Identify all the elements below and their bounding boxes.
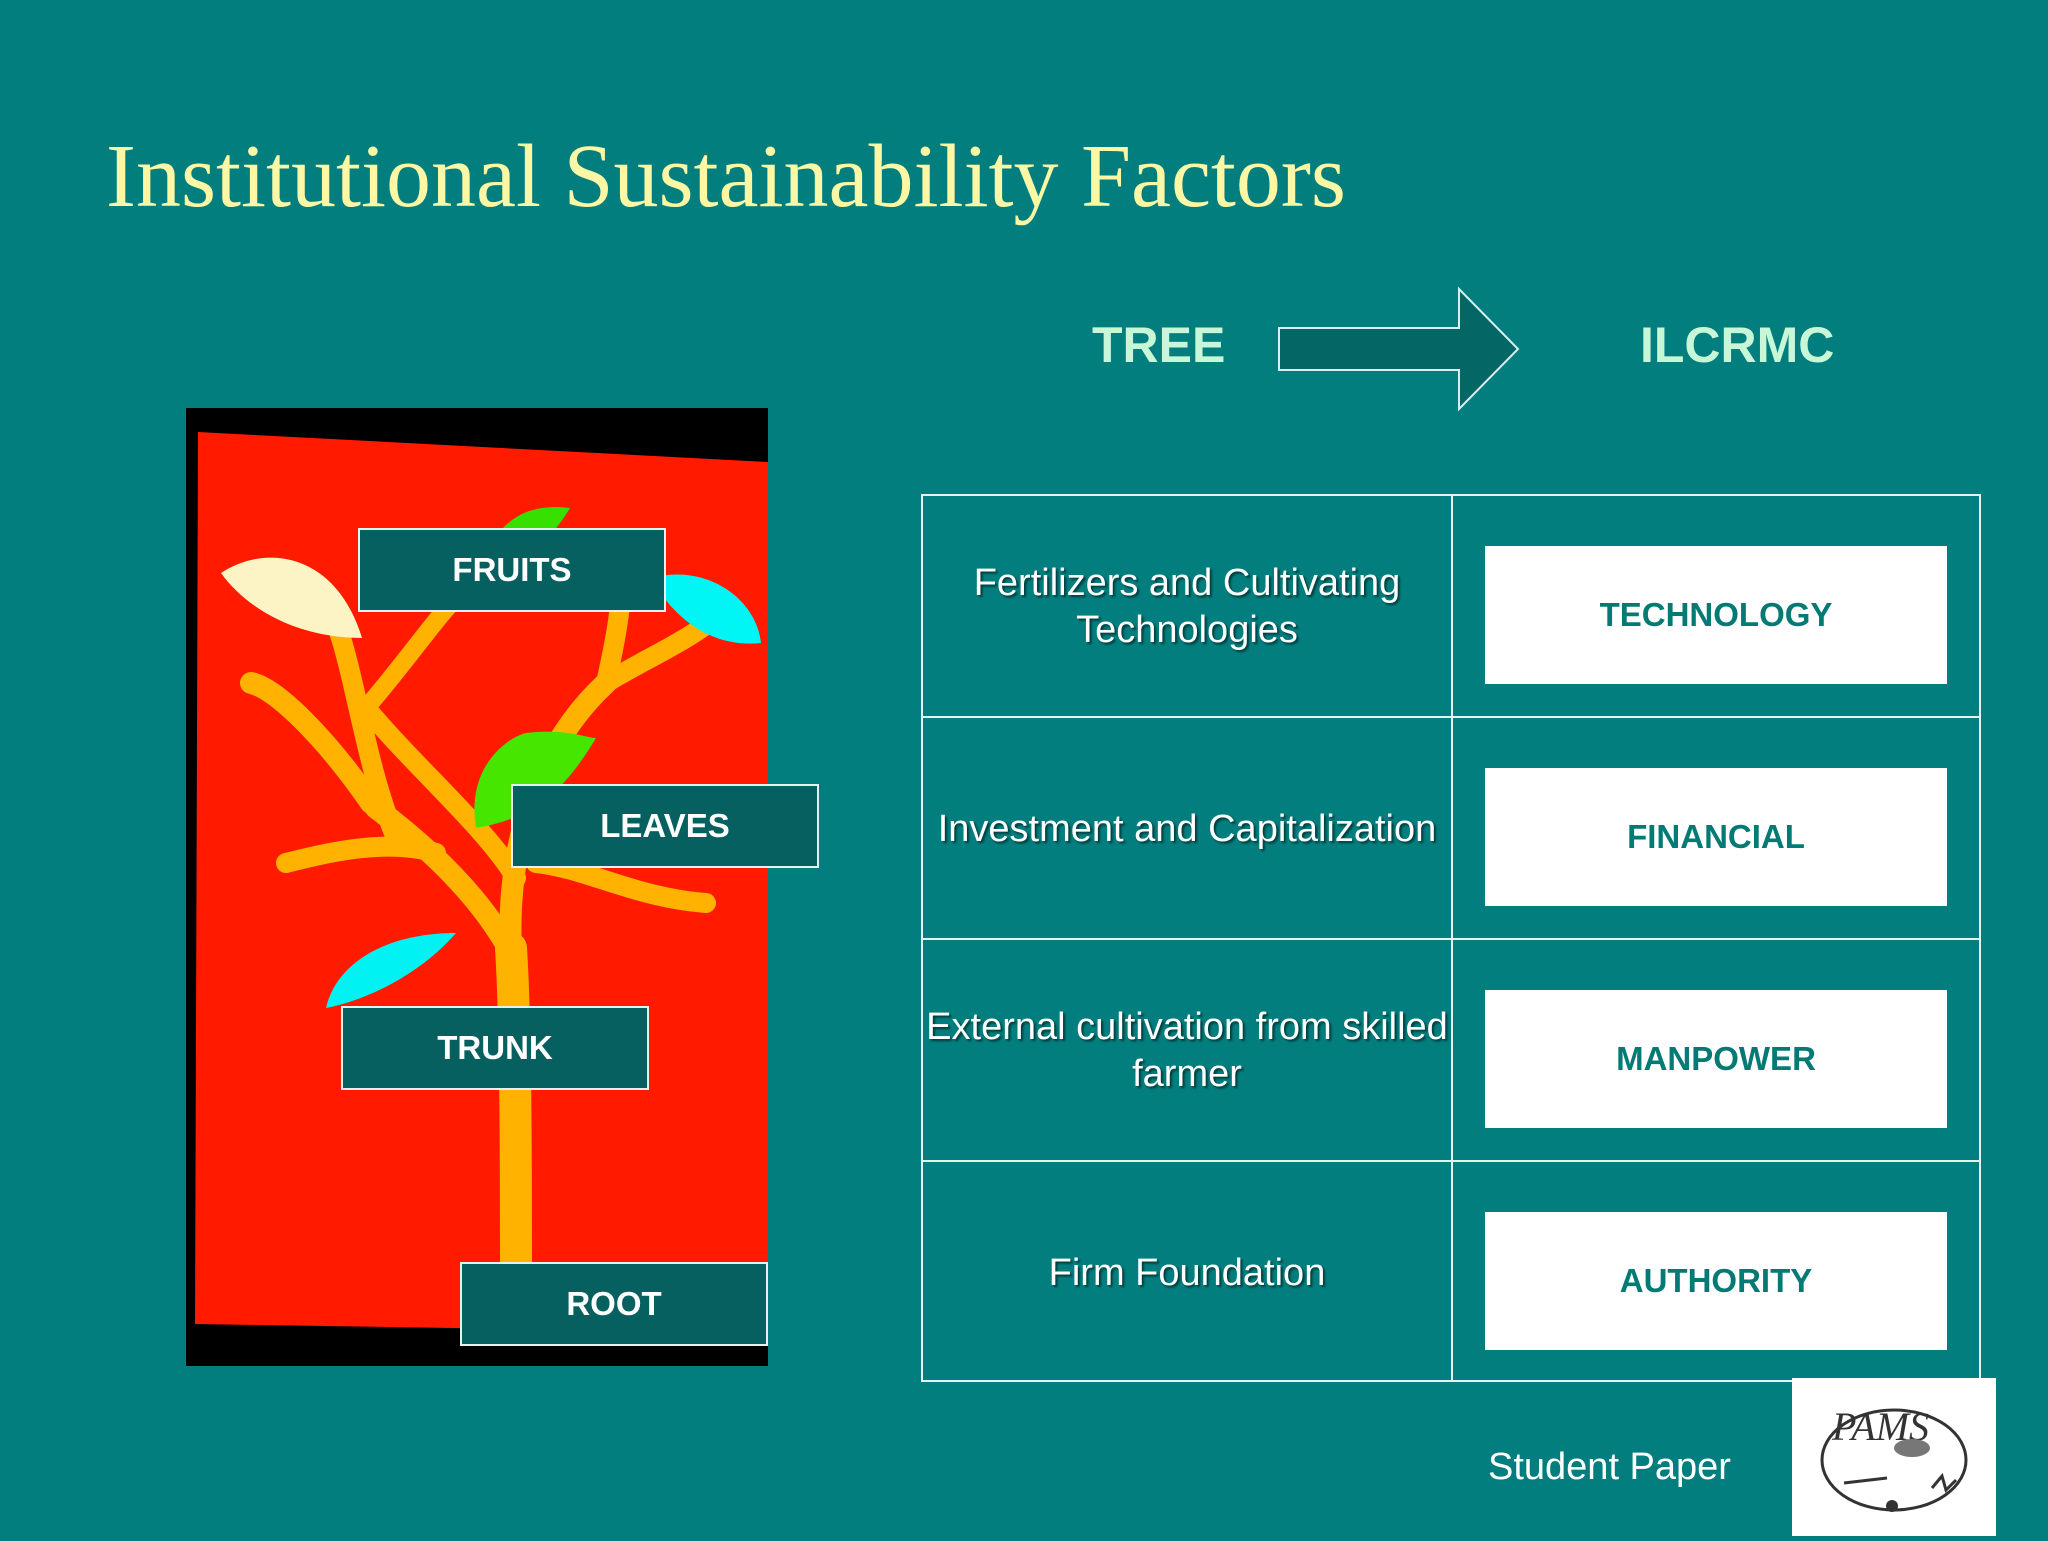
ilcrmc-factor-box: TECHNOLOGY <box>1485 546 1947 684</box>
header-ilcrmc: ILCRMC <box>1640 317 1835 373</box>
table-row: External cultivation from skilled farmer… <box>923 938 1979 1162</box>
pams-logo: PAMS <box>1792 1378 1996 1536</box>
tree-label-leaves: LEAVES <box>511 784 819 868</box>
table-row: Fertilizers and Cultivating Technologies… <box>923 496 1979 718</box>
header-tree: TREE <box>1092 317 1226 373</box>
table-row: Investment and Capitalization FINANCIAL <box>923 716 1979 940</box>
tree-factor-cell: Investment and Capitalization <box>937 807 1437 850</box>
pams-logo-graphic: PAMS <box>1820 1404 1968 1512</box>
table-row: Firm Foundation AUTHORITY <box>923 1160 1979 1384</box>
mapping-table: Fertilizers and Cultivating Technologies… <box>921 494 1981 1382</box>
tree-label-fruits: FRUITS <box>358 528 666 612</box>
tree-factor-cell: Firm Foundation <box>1048 1251 1326 1294</box>
slide-title: Institutional Sustainability Factors <box>106 127 1346 226</box>
tree-factor-cell: Fertilizers and Cultivating Technologies <box>973 562 1401 651</box>
tree-label-root: ROOT <box>460 1262 768 1346</box>
ilcrmc-factor-box: FINANCIAL <box>1485 768 1947 906</box>
tree-label-trunk: TRUNK <box>341 1006 649 1090</box>
footer-label: Student Paper <box>1488 1446 1731 1488</box>
arrow-right-icon <box>1278 286 1520 412</box>
tree-factor-cell: External cultivation from skilled farmer <box>926 1006 1448 1095</box>
ilcrmc-factor-box: AUTHORITY <box>1485 1212 1947 1350</box>
ilcrmc-factor-box: MANPOWER <box>1485 990 1947 1128</box>
